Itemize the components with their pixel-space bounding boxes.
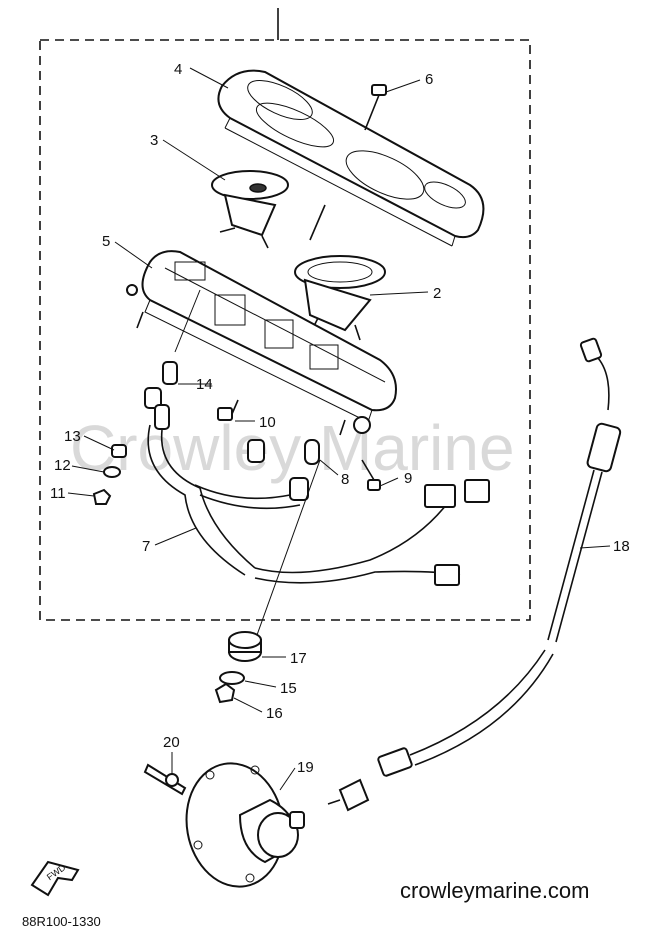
callout-12: 12 [54, 457, 71, 474]
part-19-gear-unit [185, 762, 305, 888]
part-4-meter-cover [217, 69, 485, 247]
site-label: crowleymarine.com [400, 878, 590, 903]
part-12-washer [103, 466, 121, 478]
part-9-screw [361, 459, 381, 491]
callout-14: 14 [196, 376, 213, 393]
assembly-boundary [39, 8, 531, 621]
part-7-wire-harness [147, 424, 490, 661]
part-17-grommet [228, 631, 262, 662]
watermark-text: Crowley Marine [70, 412, 515, 484]
part-5-meter-case [126, 250, 397, 436]
part-3-gauge [211, 170, 289, 249]
callout-18: 18 [613, 538, 630, 555]
callout-8: 8 [341, 471, 349, 488]
part-13-grommet [111, 444, 127, 458]
callout-7: 7 [142, 538, 150, 555]
part-15-washer [219, 671, 245, 685]
callout-9: 9 [404, 470, 412, 487]
part-20-pin [143, 763, 187, 796]
callout-4: 4 [174, 61, 182, 78]
callout-6: 6 [425, 71, 433, 88]
callout-3: 3 [150, 132, 158, 149]
callout-20: 20 [163, 734, 180, 751]
callout-5: 5 [102, 233, 110, 250]
part-8-bulb [304, 439, 320, 465]
callout-19: 19 [297, 759, 314, 776]
callout-labels: 4 6 3 5 2 14 10 13 12 11 8 9 7 18 17 15 … [50, 61, 630, 776]
part-16-nut [214, 682, 236, 704]
diagram-code: 88R100-1330 [22, 914, 101, 929]
callout-11: 11 [50, 485, 66, 502]
callout-13: 13 [64, 428, 81, 445]
callout-15: 15 [280, 680, 297, 697]
callout-17: 17 [290, 650, 307, 667]
callout-16: 16 [266, 705, 283, 722]
leader-lines [67, 67, 611, 791]
part-2-gauge [294, 204, 386, 341]
part-10-screw [217, 399, 239, 421]
part-18-speedometer-cable [327, 337, 622, 812]
callout-10: 10 [259, 414, 276, 431]
part-11-nut [92, 488, 112, 505]
part-6-screw [364, 84, 387, 131]
part-14-bulb-socket [144, 289, 201, 430]
callout-2: 2 [433, 285, 441, 302]
fwd-arrow-icon: FWD [30, 860, 80, 897]
